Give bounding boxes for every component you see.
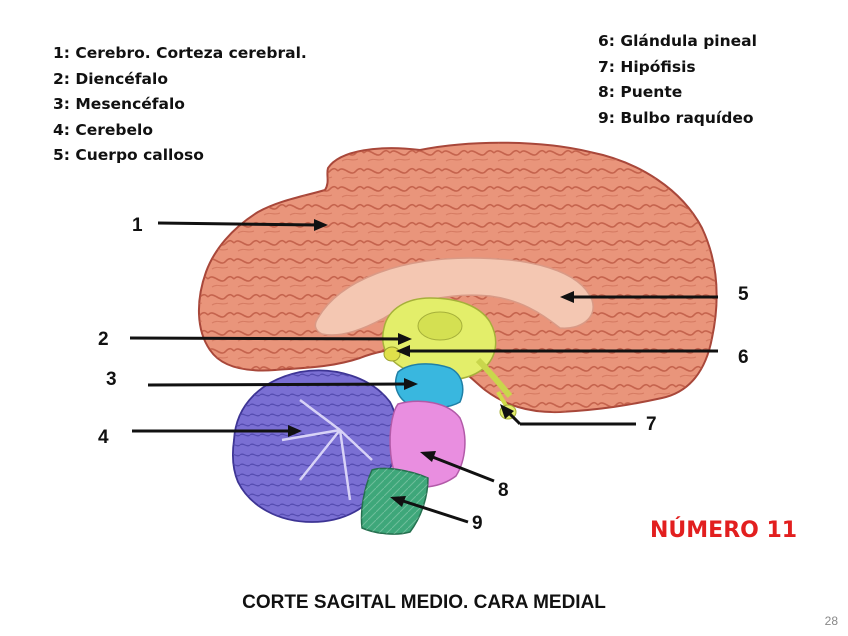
legend-item-7: 7: Hipófisis bbox=[598, 57, 696, 76]
label-2: 2 bbox=[98, 329, 109, 350]
arrow-3 bbox=[147, 378, 418, 390]
legend-item-8: 8: Puente bbox=[598, 83, 683, 101]
label-3: 3 bbox=[106, 369, 117, 390]
label-5: 5 bbox=[738, 284, 749, 305]
label-9: 9 bbox=[472, 513, 483, 534]
cerebellum bbox=[231, 369, 399, 523]
corpus-callosum bbox=[314, 257, 594, 336]
legend-item-5: 5: Cuerpo calloso bbox=[53, 146, 204, 164]
pointer-arrows bbox=[129, 219, 718, 524]
legend-item-2: 2: Diencéfalo bbox=[53, 69, 168, 88]
diencephalon bbox=[381, 297, 513, 398]
page-title: CORTE SAGITAL MEDIO. CARA MEDIAL bbox=[242, 592, 606, 613]
arrow-8 bbox=[420, 451, 495, 483]
legend-item-9: 9: Bulbo raquídeo bbox=[598, 108, 754, 127]
label-7: 7 bbox=[646, 414, 657, 435]
legend-item-4: 4: Cerebelo bbox=[53, 120, 153, 139]
legend-item-3: 3: Mesencéfalo bbox=[53, 95, 185, 113]
pons bbox=[389, 400, 466, 489]
arrow-7 bbox=[500, 404, 636, 426]
arrow-1 bbox=[157, 219, 328, 231]
mesencephalon bbox=[394, 363, 464, 409]
slide-number: 28 bbox=[824, 614, 838, 628]
label-6: 6 bbox=[738, 347, 749, 368]
arrow-9 bbox=[390, 496, 469, 524]
legend-right: 6: Glándula pineal 7: Hipófisis 8: Puent… bbox=[598, 29, 757, 131]
arrow-6 bbox=[396, 345, 718, 357]
arrow-5 bbox=[560, 291, 718, 303]
legend-item-1: 1: Cerebro. Corteza cerebral. bbox=[53, 44, 307, 62]
arrow-4 bbox=[132, 425, 302, 437]
arrow-2 bbox=[129, 333, 412, 345]
legend-left: 1: Cerebro. Corteza cerebral. 2: Diencéf… bbox=[53, 41, 307, 169]
number-badge: NÚMERO 11 bbox=[650, 518, 798, 543]
legend-item-6: 6: Glándula pineal bbox=[598, 32, 757, 50]
label-8: 8 bbox=[498, 480, 509, 501]
label-4: 4 bbox=[98, 427, 109, 448]
pineal-gland bbox=[383, 346, 401, 362]
label-1: 1 bbox=[132, 215, 143, 236]
